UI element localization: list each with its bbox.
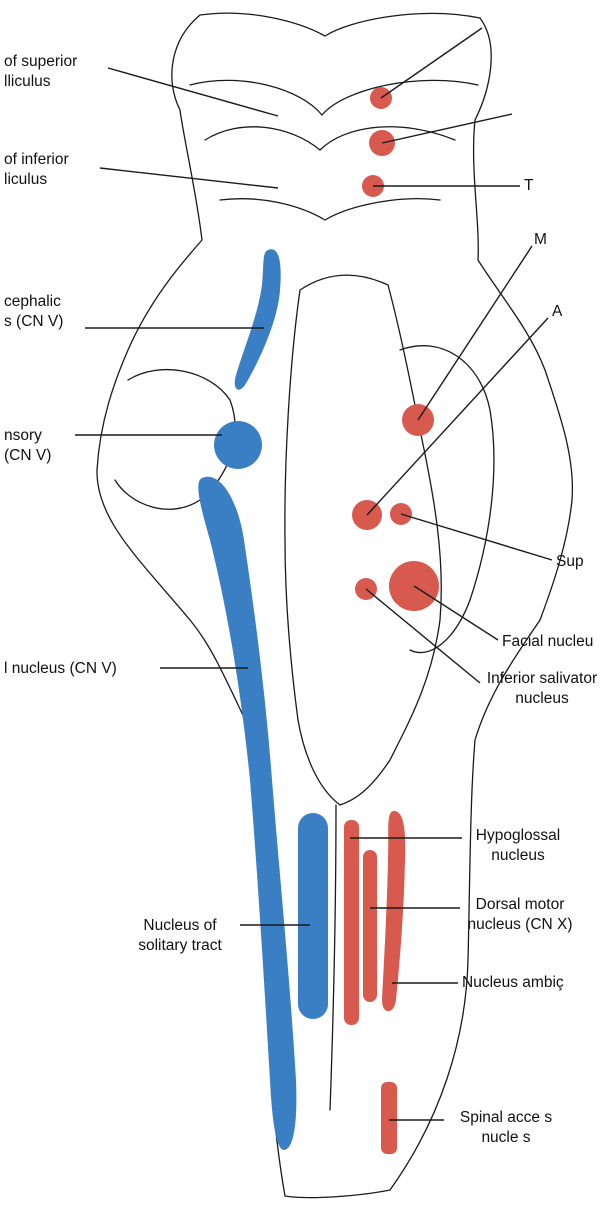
hypoglossal-nucleus [344,820,359,1025]
label-dorsal-motor: Dorsal motor nucleus (CN X) [456,895,584,935]
label-spinal-trigeminal: l nucleus (CN V) [4,659,117,679]
brainstem-outline [97,13,572,1197]
leader-oculomotor [381,28,482,98]
label-principal-sensory-trigeminal: nsory (CN V) [4,426,51,466]
label-superior-colliculus: of superior lliculus [4,52,77,92]
label-motor-trigeminal: M [534,230,547,250]
nucleus-ambiguus [382,811,405,1011]
spinal-accessory-nucleus [381,1082,397,1154]
fourth-ventricle-outline [285,275,441,805]
label-superior-salivatory: Sup [556,552,584,572]
leader-facial [414,586,498,640]
label-trochlear: T [524,176,533,196]
leader-inferior-colliculus [100,168,278,188]
nucleus-of-solitary-tract [298,813,328,1019]
label-spinal-accessory: Spinal acce s nucle s [444,1108,568,1148]
spinal-trigeminal-nucleus [198,477,296,1150]
dorsal-motor-nucleus-vagus [363,850,377,1002]
leader-abducens [367,318,548,515]
label-abducens: A [552,302,562,322]
mesencephalic-trigeminal-nucleus [235,249,281,390]
label-solitary-tract: Nucleus of solitary tract [122,916,238,956]
label-inferior-salivatory: Inferior salivator nucleus [470,669,614,709]
label-mesencephalic-trigeminal: cephalic s (CN V) [4,292,63,332]
leader-superior-salivatory [401,514,552,560]
colliculi-outline [190,80,478,115]
label-inferior-colliculus: of inferior liculus [4,150,69,190]
principal-sensory-trigeminal-nucleus [214,421,262,469]
leader-edinger-westphal [382,114,512,143]
leader-superior-colliculus [108,68,278,116]
label-facial-nucleus: Facial nucleu [502,632,593,652]
label-hypoglossal: Hypoglossal nucleus [460,826,576,866]
midline [330,805,336,1110]
label-nucleus-ambiguus: Nucleus ambiç [462,973,564,993]
leader-motor-trigeminal [418,246,532,420]
